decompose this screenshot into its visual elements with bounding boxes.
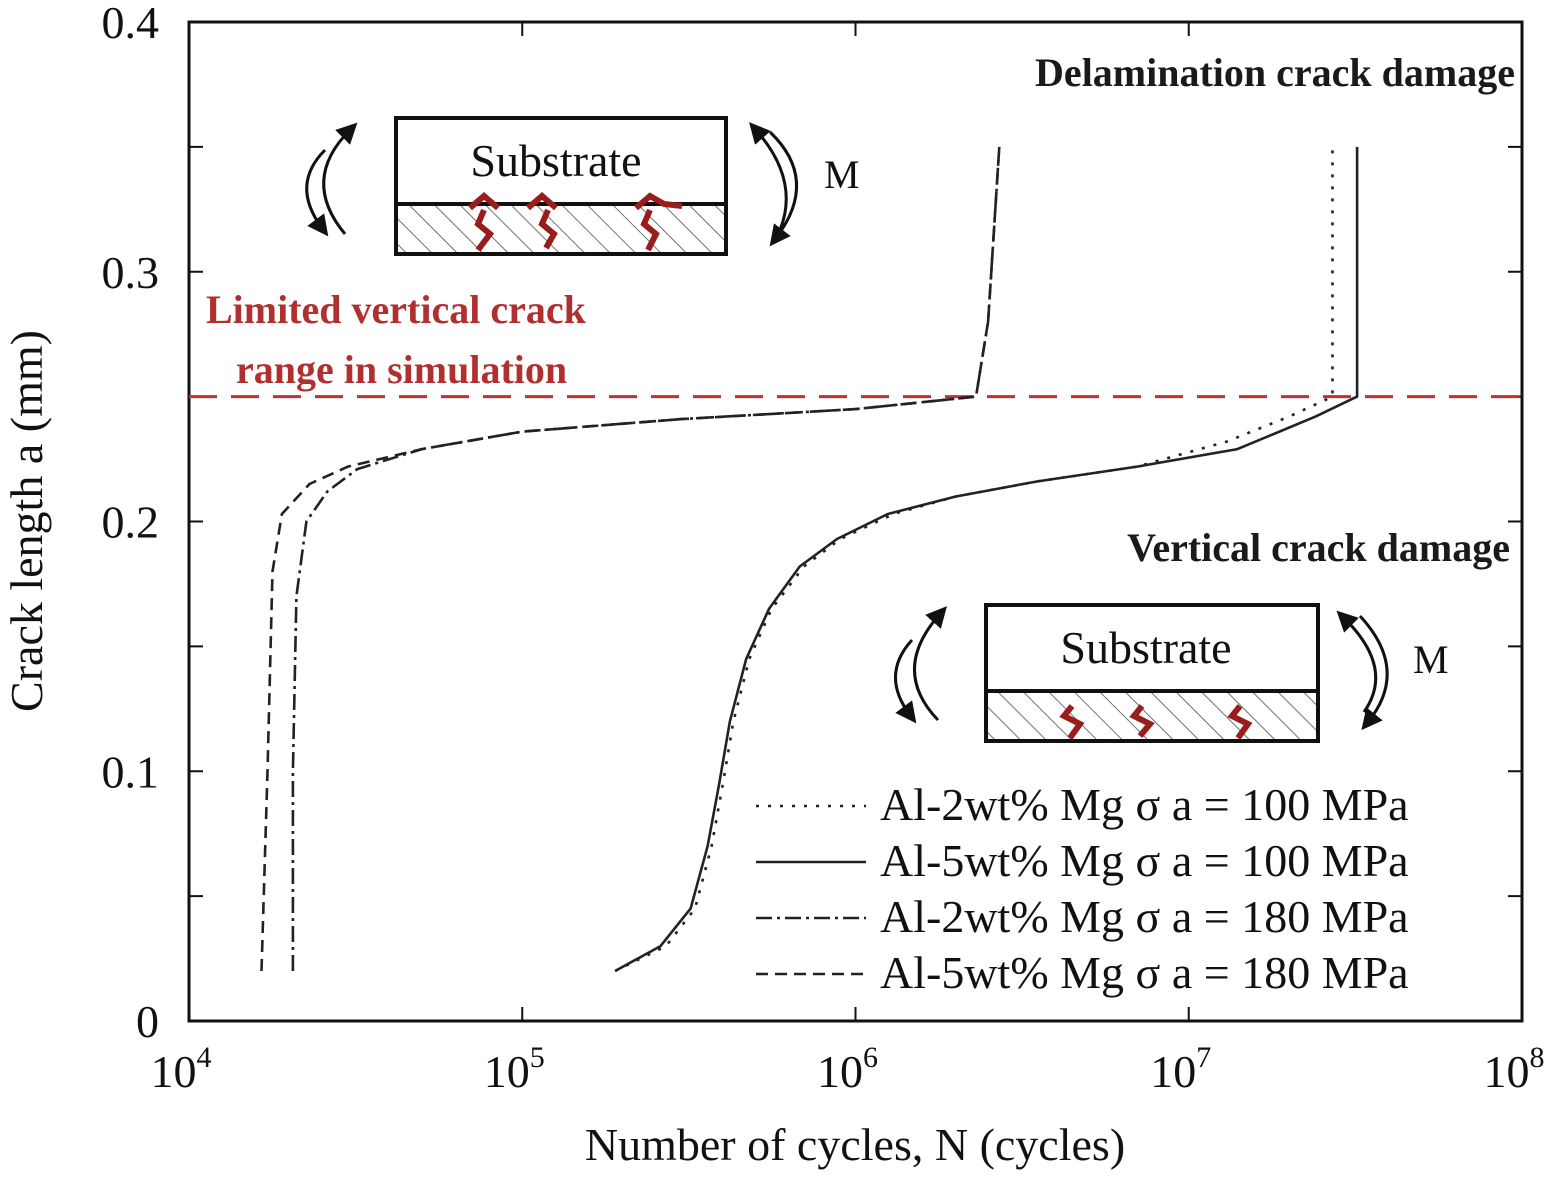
moment-arrow-right-outer — [1358, 614, 1389, 731]
moment-label: M — [824, 152, 860, 197]
moment-arrow-right-inner — [1336, 610, 1378, 713]
y-axis-label: Crack length a (mm) — [1, 330, 52, 712]
coating-layer — [394, 202, 728, 256]
coating-layer — [984, 689, 1320, 743]
x-tick-label: 105 — [484, 1041, 545, 1097]
inset-vertical-diagram: Substrate M — [894, 603, 1449, 743]
crack-mark — [634, 192, 683, 252]
x-tick-label: 106 — [817, 1041, 878, 1097]
moment-arrow-left-outer — [913, 606, 947, 722]
legend-entry-2: Al-5wt% Mg σ a = 100 MPa — [880, 835, 1409, 886]
legend-entry-1: Al-2wt% Mg σ a = 100 MPa — [880, 779, 1409, 830]
legend-entry-3: Al-2wt% Mg σ a = 180 MPa — [880, 891, 1409, 942]
substrate-label: Substrate — [1060, 622, 1231, 673]
crack-mark — [1129, 704, 1155, 738]
crack-mark — [1059, 704, 1085, 740]
moment-arrow-left-outer — [322, 122, 358, 235]
y-tick-label: 0.1 — [102, 746, 160, 797]
substrate-box — [984, 603, 1320, 693]
vertical-annotation: Vertical crack damage — [1127, 525, 1510, 570]
substrate-label: Substrate — [470, 135, 641, 186]
moment-arrow-left-inner — [894, 638, 917, 724]
crack-mark — [468, 192, 500, 252]
series-line-2 — [614, 146, 1359, 973]
limited-range-annotation-line1: Limited vertical crack — [206, 287, 587, 332]
series-line-4 — [260, 146, 1001, 972]
x-tick-label: 107 — [1150, 1041, 1211, 1097]
y-tick-label: 0.3 — [102, 247, 160, 298]
crack-mark — [1227, 704, 1253, 740]
legend-entry-4: Al-5wt% Mg σ a = 180 MPa — [880, 947, 1409, 998]
axis-ticks — [189, 21, 1522, 1021]
y-tick-label: 0.2 — [102, 497, 160, 548]
moment-arrow-left-inner — [305, 148, 329, 237]
x-tick-label: 108 — [1484, 1041, 1545, 1097]
x-axis-label: Number of cycles, N (cycles) — [585, 1119, 1125, 1170]
series-layer — [260, 146, 1359, 973]
series-line-1 — [614, 146, 1334, 973]
y-tick-label: 0 — [136, 996, 159, 1047]
y-tick-label: 0.4 — [102, 0, 160, 48]
moment-arrow-right-inner — [749, 122, 788, 231]
moment-label: M — [1413, 637, 1449, 682]
delamination-cracks — [468, 192, 683, 252]
delamination-annotation: Delamination crack damage — [1035, 50, 1515, 95]
moment-arrow-right-outer — [768, 130, 798, 247]
substrate-box — [394, 116, 728, 206]
crack-mark — [526, 192, 558, 250]
x-tick-label: 104 — [151, 1041, 212, 1097]
inset-delamination-diagram: Substrate M — [305, 116, 860, 256]
vertical-cracks — [1059, 704, 1253, 740]
axis-tick-labels: 104 105 106 107 108 0 0.1 0.2 0.3 0.4 — [102, 0, 1545, 1097]
limited-range-annotation-line2: range in simulation — [236, 347, 567, 392]
